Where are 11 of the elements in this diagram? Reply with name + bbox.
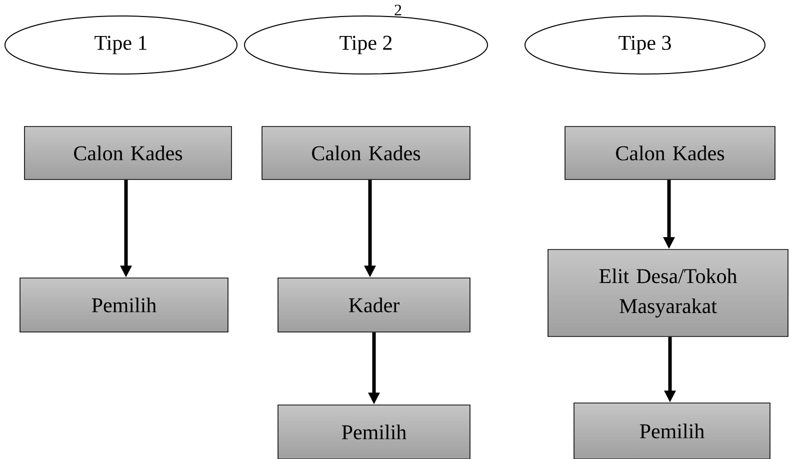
process-box: Pemilih — [20, 278, 228, 332]
oval-label: Tipe 2 — [244, 16, 488, 74]
process-box: Calon Kades — [564, 126, 776, 180]
process-box: Elit Desa/Tokoh Masyarakat — [548, 249, 788, 337]
process-box: Pemilih — [574, 402, 770, 459]
oval-label: Tipe 3 — [524, 16, 766, 74]
process-box: Calon Kades — [24, 126, 232, 180]
oval-label: Tipe 1 — [4, 16, 238, 74]
process-box: Calon Kades — [262, 126, 470, 180]
process-box: Pemilih — [278, 404, 470, 459]
process-box: Kader — [278, 278, 470, 332]
